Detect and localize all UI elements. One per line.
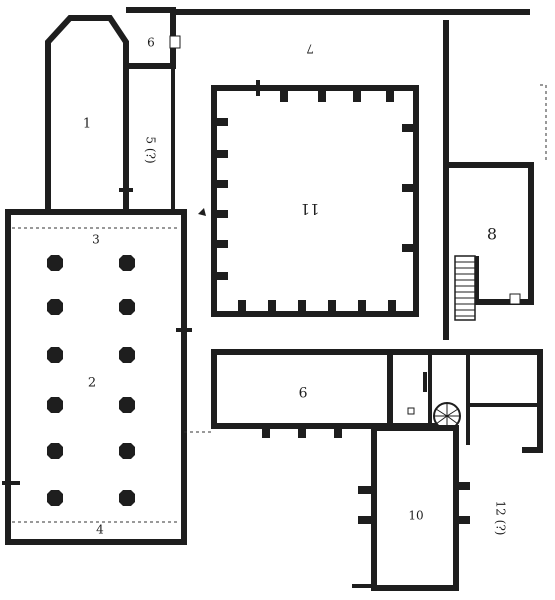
column (47, 299, 63, 315)
column (119, 255, 135, 271)
column (47, 397, 63, 413)
room-11-walls (211, 80, 419, 317)
room-label-4: 4 (96, 523, 104, 537)
room-label-11: 11 (300, 200, 319, 218)
room-label-7: 7 (306, 42, 314, 56)
room-label-6: 6 (147, 36, 155, 50)
room-5-6-walls (119, 7, 181, 212)
column (119, 397, 135, 413)
room-2-columns (47, 255, 135, 506)
column (47, 443, 63, 459)
room-label-9: 9 (299, 383, 308, 399)
column (119, 299, 135, 315)
room-label-2: 2 (88, 376, 96, 391)
column (119, 347, 135, 363)
column (47, 490, 63, 506)
courtyard-7-walls (173, 9, 547, 340)
room-10-walls (352, 425, 470, 591)
column (119, 443, 135, 459)
room-label-5: 5 (?) (144, 136, 158, 163)
room-label-8: 8 (487, 225, 497, 244)
room-9-walls (211, 349, 393, 438)
room-label-12: 12 (?) (494, 501, 508, 536)
room-label-3: 3 (92, 233, 100, 247)
room-label-1: 1 (83, 117, 91, 132)
room-11-piers (216, 90, 414, 312)
room-label-10: 10 (408, 509, 423, 523)
room-2-walls (2, 209, 214, 545)
stair-room-8 (454, 255, 476, 321)
small-rooms-walls (390, 349, 543, 453)
arrow-mark-icon (198, 208, 206, 216)
column (119, 490, 135, 506)
column (47, 255, 63, 271)
column (47, 347, 63, 363)
room-1-walls (45, 15, 129, 212)
room-8-walls (446, 162, 534, 305)
